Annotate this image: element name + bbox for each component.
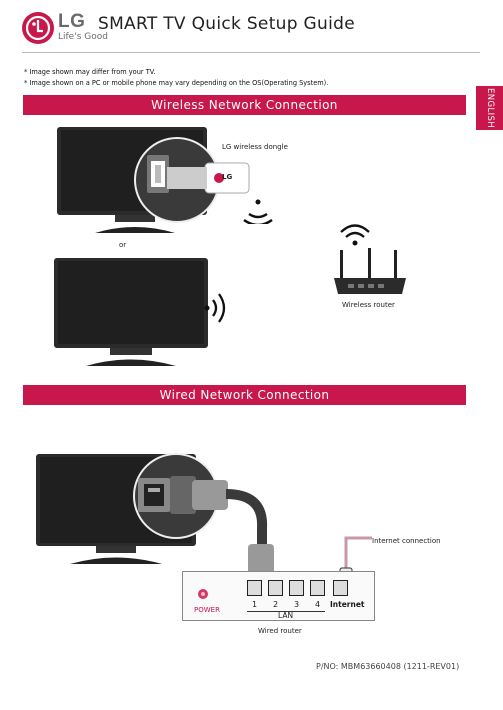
dongle-brand: LG [222, 173, 233, 181]
lan-port-2 [268, 580, 283, 596]
internet-port-label: Internet [330, 600, 365, 609]
part-number: P/NO: MBM63660408 (1211-REV01) [316, 662, 460, 671]
brand-slogan: Life's Good [58, 32, 108, 42]
header-divider [22, 52, 480, 53]
port-number-2: 2 [273, 600, 279, 609]
brand-name: LG [58, 11, 86, 32]
port-number-3: 3 [294, 600, 300, 609]
note-image-differs: * Image shown may differ from your TV. [24, 68, 156, 76]
lg-logo-icon [22, 12, 54, 44]
note-os-varies: * Image shown on a PC or mobile phone ma… [24, 79, 329, 87]
port-number-1: 1 [252, 600, 258, 609]
router-wifi-signal-icon [340, 224, 370, 246]
dongle-logo-icon [214, 173, 224, 183]
wireless-router-label: Wireless router [342, 301, 395, 309]
lan-port-1 [247, 580, 262, 596]
wifi-signal-icon [243, 199, 273, 224]
wired-router-label: Wired router [258, 627, 302, 635]
lan-port-4 [310, 580, 325, 596]
page-title: SMART TV Quick Setup Guide [98, 14, 355, 34]
wifi-signal-right-icon [204, 293, 226, 323]
internet-port [333, 580, 348, 596]
power-light-icon [198, 589, 208, 599]
tv-with-lan-illustration [36, 453, 274, 587]
tv-built-in-wifi-illustration [54, 258, 208, 366]
wireless-router-illustration [334, 248, 406, 294]
lan-port-3 [289, 580, 304, 596]
internet-connection-label: Internet connection [372, 537, 441, 545]
language-tab: ENGLISH [476, 86, 503, 130]
wired-router-illustration [182, 571, 375, 621]
tv-with-dongle-illustration [57, 127, 250, 233]
or-label: or [119, 241, 127, 249]
power-label: POWER [194, 606, 220, 614]
port-number-4: 4 [315, 600, 321, 609]
lan-bracket [247, 611, 325, 612]
dongle-label: LG wireless dongle [222, 143, 288, 151]
wired-section-heading: Wired Network Connection [23, 385, 466, 405]
wireless-section-heading: Wireless Network Connection [23, 95, 466, 115]
lan-label: LAN [278, 611, 294, 620]
